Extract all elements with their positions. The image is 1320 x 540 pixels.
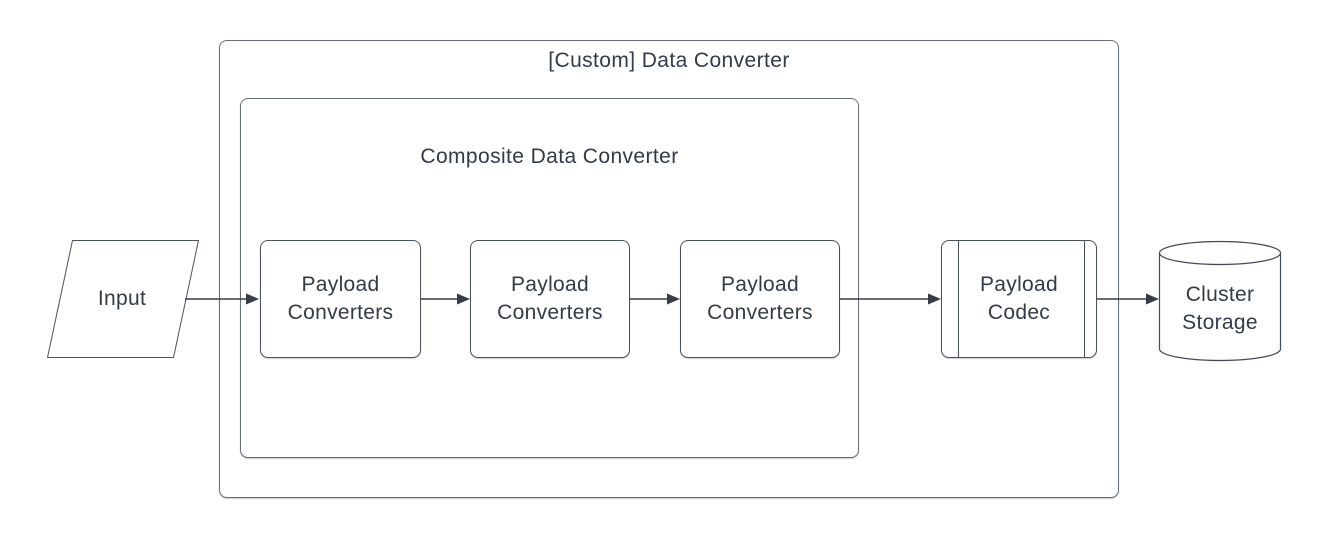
predefined-process-left-bar [958,241,959,357]
payload-codec-label: Payload Codec [980,273,1058,324]
predefined-process-right-bar [1084,241,1085,357]
payload-converters-node-1: Payload Converters [260,240,421,358]
cluster-storage-label: Cluster Storage [1182,283,1258,334]
payload-converters-label: Payload Converters [287,273,394,324]
payload-converters-node-3: Payload Converters [680,240,840,358]
payload-converters-label: Payload Converters [497,273,603,324]
composite-data-converter-title: Composite Data Converter [420,145,679,168]
payload-converters-label: Payload Converters [707,273,813,324]
payload-codec-node: Payload Codec [941,240,1097,358]
payload-converters-node-2: Payload Converters [470,240,630,358]
input-label: Input [97,287,147,310]
custom-data-converter-title: [Custom] Data Converter [548,49,790,72]
